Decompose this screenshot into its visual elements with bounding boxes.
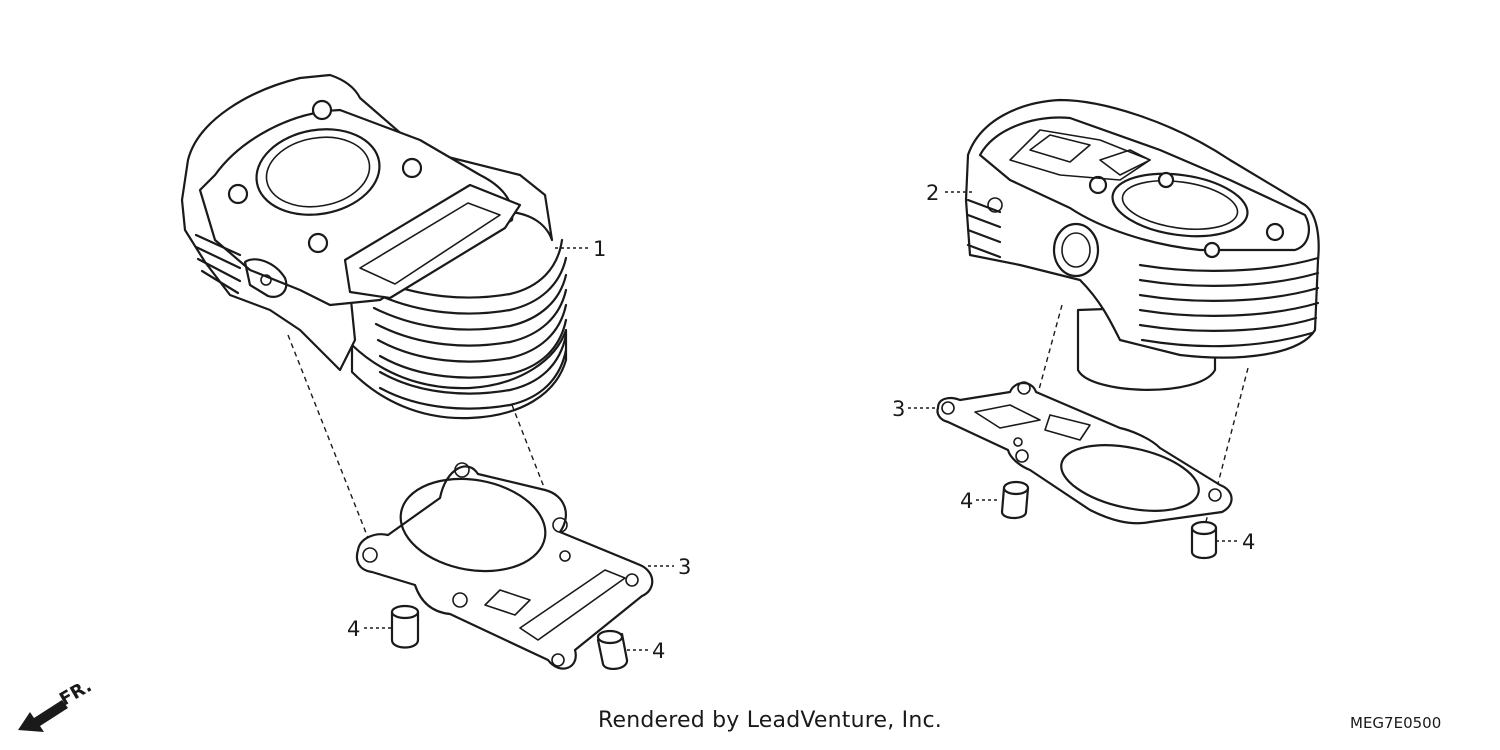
callout-4-left-b: 4 <box>652 639 665 663</box>
rear-dowel-pin-b <box>1190 520 1218 560</box>
front-direction-arrow-icon: FR. <box>18 675 95 732</box>
callout-3-right: 3 <box>892 397 905 421</box>
front-dowel-pin-a <box>390 604 420 649</box>
rear-cylinder <box>964 98 1320 391</box>
front-alignment-line-a <box>287 334 373 549</box>
front-cylinder-fins <box>350 238 568 420</box>
front-cylinder-gasket <box>355 462 654 670</box>
render-credit: Rendered by LeadVenture, Inc. <box>598 708 942 733</box>
front-cylinder <box>180 73 568 420</box>
callout-3-left: 3 <box>678 555 691 579</box>
callout-4-right-b: 4 <box>1242 530 1255 554</box>
diagram-code: MEG7E0500 <box>1350 714 1442 732</box>
rear-alignment-line-b <box>1214 367 1249 496</box>
callout-4-left-a: 4 <box>347 617 360 641</box>
callout-1: 1 <box>593 237 606 261</box>
rear-dowel-pin-a <box>1000 480 1030 520</box>
callout-2: 2 <box>926 181 939 205</box>
front-dowel-pin-b <box>596 629 629 670</box>
rear-cylinder-gasket <box>936 381 1233 525</box>
callout-4-right-a: 4 <box>960 489 973 513</box>
